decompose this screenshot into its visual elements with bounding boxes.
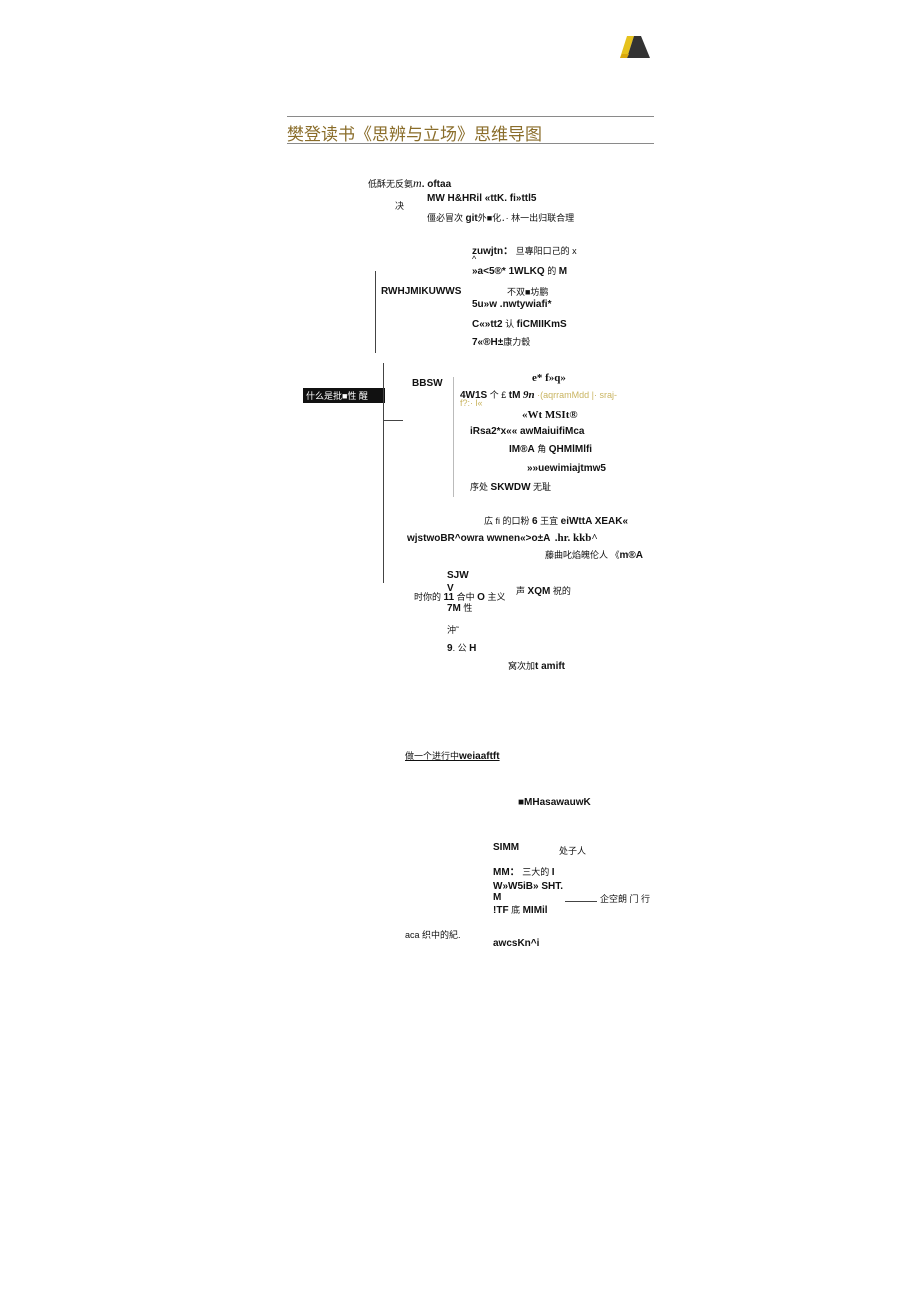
top-text-2-label: 决 — [395, 201, 405, 211]
branch1-item-4: 不双■坊鹏 — [507, 287, 549, 297]
lower-item-3: MM： 三大的 I — [493, 867, 555, 878]
branch4-item-1: SJW — [447, 570, 469, 581]
branch2-item-6: IM®A 角 QHMlMlfi — [509, 444, 593, 455]
lower-connector — [565, 901, 597, 902]
top-text-1: 低酥无反氨m. oftaa — [368, 176, 452, 190]
lower-item-7: aca 织中的紀. — [405, 930, 461, 940]
lower-link[interactable]: 做一个进行中weiaaftft — [405, 751, 500, 762]
branch2-item-7: »»uewimiajtmw5 — [527, 463, 606, 474]
branch4-item-4: 声 XQM 祝的 — [516, 586, 571, 597]
branch2-dash — [453, 377, 454, 497]
branch1-item-6: C«»tt2 认 fiCMIIKmS — [472, 319, 567, 330]
branch4-item-7: 9. 公 H — [447, 643, 477, 654]
branch2-label: BBSW — [412, 378, 443, 389]
top-text-2: MW H&HRil «ttK. fi»ttl5 — [427, 193, 537, 204]
branch4-item-8: 窝次加t amift — [508, 661, 566, 672]
branch1-item-5: 5u»w .nwtywiafi* — [472, 299, 552, 310]
top-text-3: 僵必冒次 git外■化．· 林一出归联合理 — [427, 213, 575, 224]
branch4-item-3: 时你的 11 合中 O 主义 — [414, 592, 506, 603]
branch2-item-4: «Wt MSIt® — [522, 409, 578, 421]
branch2-item-2: 4W1S 个 £ tM 9n ·(aqrramMdd |· sraj- — [460, 389, 617, 401]
page-title: 樊登读书《思辨与立场》思维导图 — [287, 125, 542, 145]
root-node: 什么是批■性 醒 — [303, 388, 385, 403]
main-connector — [383, 363, 384, 583]
branch2-item-8: 序处 SKWDW 无耻 — [470, 482, 552, 493]
lower-item-8: awcsKn^i — [493, 938, 540, 949]
lower-item-5-note: 企空朗 门 行 — [600, 894, 651, 904]
header-rule-top — [287, 116, 654, 117]
branch1-item-1: zuwjtn： 旦專阳口己的 x — [472, 246, 577, 257]
branch2-item-3: f?:· l« — [460, 398, 483, 408]
branch1-connector — [375, 271, 376, 353]
branch3-item-2: wjstwoBR^owra wwnen«>o±A .hr. kkb^ — [407, 532, 598, 544]
branch1-label: RWHJMIKUWWS — [381, 286, 462, 297]
branch2-item-5: iRsa2*x«« awMaiuifiMca — [470, 426, 585, 437]
lower-item-4: W»W5iB» SHT. — [493, 881, 564, 892]
lower-item-1: ■MHasawauwK — [518, 797, 591, 808]
branch1-item-3: »a<5®* 1WLKQ 的 M — [472, 266, 568, 277]
lower-item-6: !TF 底 MIMil — [493, 905, 548, 916]
branch4-item-2: V — [447, 583, 454, 594]
branch4-item-6: 沖˜ — [447, 625, 459, 635]
lower-item-2-note: 处子人 — [559, 846, 587, 856]
branch4-item-5: 7M 性 — [447, 603, 473, 614]
lower-item-5-label: M — [493, 892, 502, 903]
branch2-item-1: e* f»q» — [532, 372, 566, 384]
branch3-item-3: 藤曲叱焰魄伦人 《m®A — [545, 550, 643, 561]
branch2-connector — [383, 420, 403, 421]
book-logo-icon — [620, 36, 650, 58]
branch1-item-7: 7«®H±康力毂 — [472, 337, 531, 348]
branch1-item-2: ^ — [472, 254, 477, 264]
lower-item-2-label: SIMM — [493, 842, 520, 853]
branch3-item-1: 広 fi 的口粉 6 王宜 eiWttA XEAK« — [484, 516, 629, 527]
header-rule-bottom — [287, 143, 654, 144]
